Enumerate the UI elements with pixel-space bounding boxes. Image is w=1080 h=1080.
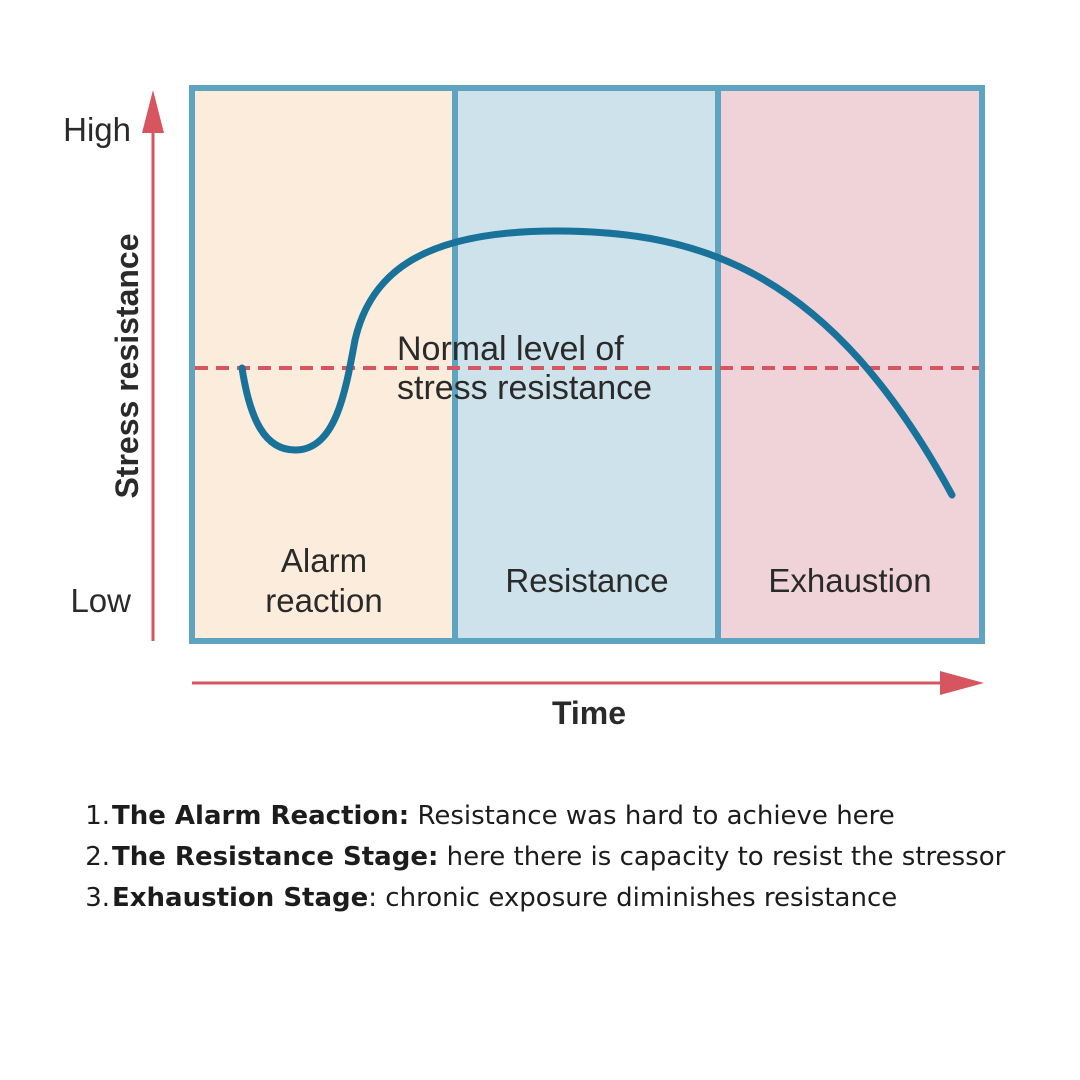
chart-frame xyxy=(189,85,985,644)
note-number: 1. xyxy=(85,801,110,831)
resistance-stage-panel xyxy=(455,88,718,641)
stress-resistance-curve xyxy=(238,227,956,499)
note-text: : chronic exposure diminishes resistance xyxy=(368,883,898,913)
x-axis-arrow-icon xyxy=(940,671,984,695)
alarm-stage-panel xyxy=(192,88,455,641)
stage-notes-list: 1.The Alarm Reaction: Resistance was har… xyxy=(76,796,1036,919)
normal-level-label-line-2: stress resistance xyxy=(397,369,652,407)
y-axis-high-label: High xyxy=(63,111,131,148)
note-text: here there is capacity to resist the str… xyxy=(438,842,1006,872)
y-axis-title: Stress resistance xyxy=(109,233,145,498)
note-item-exhaustion: 3.Exhaustion Stage: chronic exposure dim… xyxy=(76,878,1036,919)
note-item-resistance: 2.The Resistance Stage: here there is ca… xyxy=(76,837,1036,878)
resistance-stage-label: Resistance xyxy=(505,562,668,599)
x-axis-title: Time xyxy=(552,695,626,731)
exhaustion-stage-label: Exhaustion xyxy=(768,562,931,599)
note-title: The Resistance Stage: xyxy=(112,842,439,872)
exhaustion-stage-panel xyxy=(718,88,982,641)
normal-level-label-line-1: Normal level of xyxy=(397,330,624,368)
note-number: 2. xyxy=(85,842,110,872)
y-axis-arrow-icon xyxy=(142,90,164,133)
gas-diagram: Normal level of stress resistance Alarm … xyxy=(63,85,985,731)
note-title: The Alarm Reaction: xyxy=(112,801,410,831)
y-axis-low-label: Low xyxy=(70,582,131,619)
note-item-alarm: 1.The Alarm Reaction: Resistance was har… xyxy=(76,796,1036,837)
alarm-stage-label-line-2: reaction xyxy=(265,582,382,619)
note-number: 3. xyxy=(85,883,110,913)
note-title: Exhaustion Stage xyxy=(112,883,369,913)
alarm-stage-label-line-1: Alarm xyxy=(281,542,367,579)
note-text: Resistance was hard to achieve here xyxy=(409,801,895,831)
